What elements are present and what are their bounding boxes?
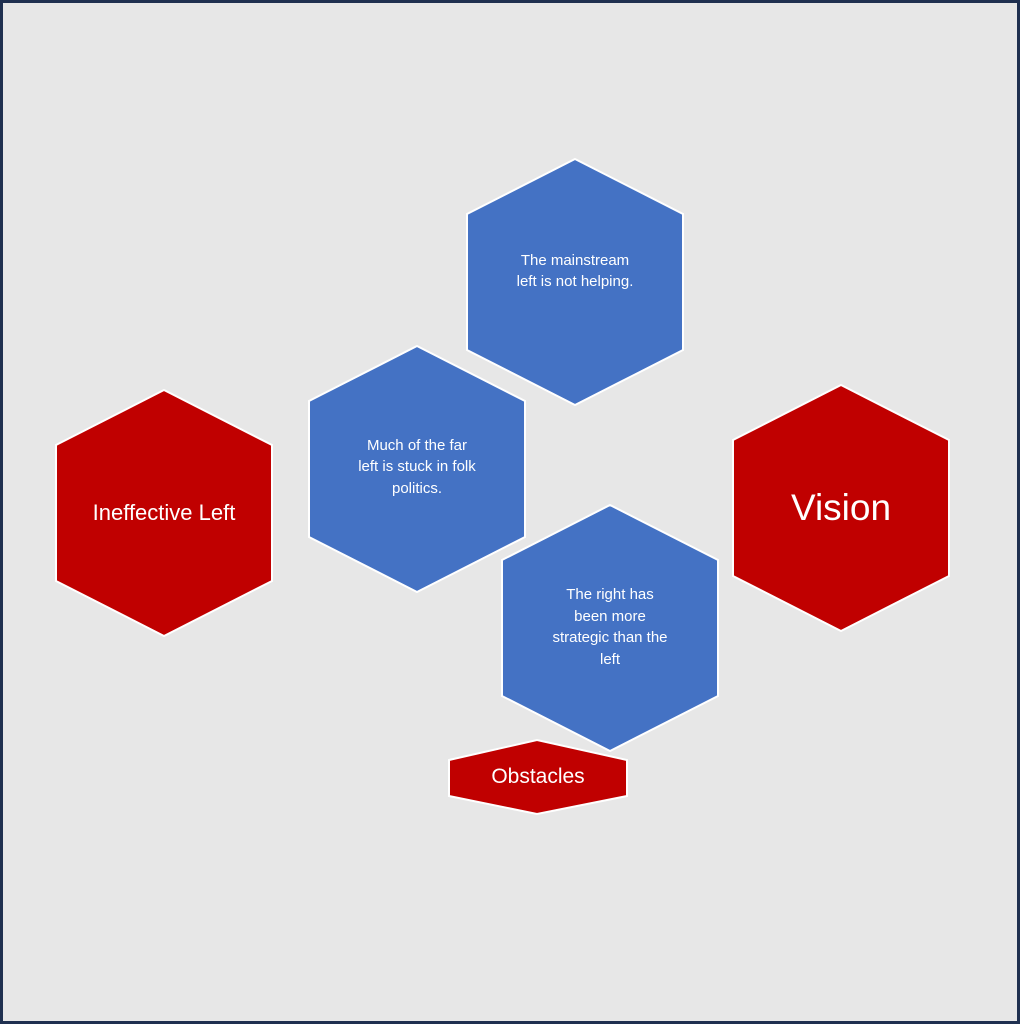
hexagon-obstacles: Obstacles xyxy=(448,738,628,816)
hexagon-shape xyxy=(466,157,684,407)
hexagon-label-far-left: Much of the far left is stuck in folk po… xyxy=(358,436,476,497)
hexagon-mainstream-left: The mainstream left is not helping. xyxy=(466,157,684,407)
hexagon-shape xyxy=(55,388,273,638)
hexagon-shape xyxy=(308,344,526,594)
hexagon-label-ineffective: Ineffective Left xyxy=(92,500,236,525)
hexagon-label-mainstream: The mainstream left is not helping. xyxy=(516,251,634,291)
hexagon-shape xyxy=(448,738,628,816)
hexagon-label-vision: Vision xyxy=(790,487,892,528)
hexagon-right-strategic: The right has been more strategic than t… xyxy=(501,503,719,753)
hexagon-label-obstacles: Obstacles xyxy=(491,765,585,788)
hexagon-label-right: The right has been more strategic than t… xyxy=(552,586,668,668)
hexagon-shape xyxy=(732,383,950,633)
hexagon-ineffective-left: Ineffective Left xyxy=(55,388,273,638)
hexagon-far-left: Much of the far left is stuck in folk po… xyxy=(308,344,526,594)
hexagon-vision: Vision xyxy=(732,383,950,633)
hexagon-shape xyxy=(501,503,719,753)
